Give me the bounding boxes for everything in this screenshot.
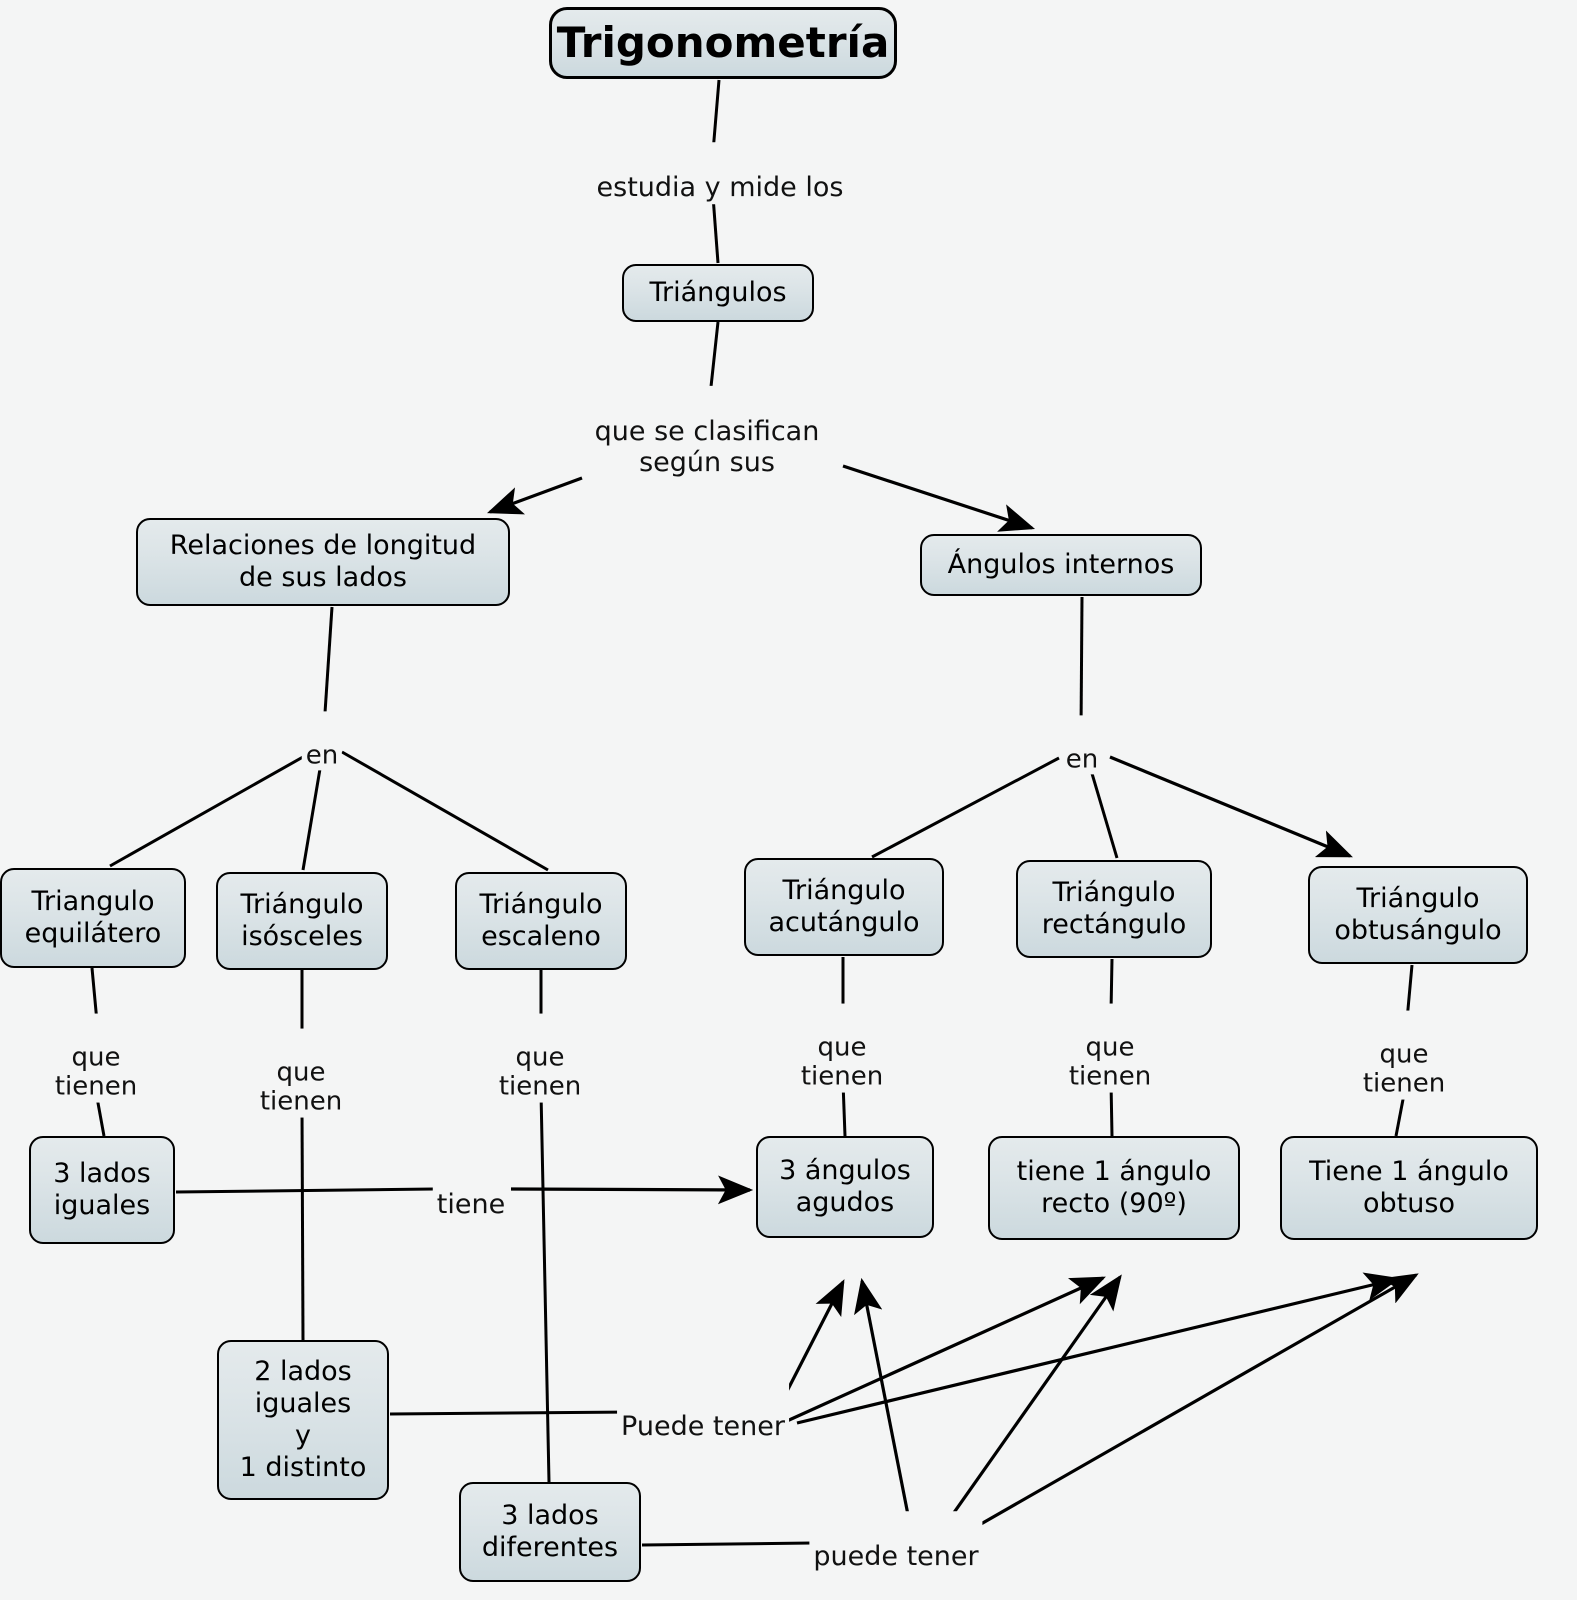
link-label-text: que se clasifican según sus: [594, 415, 820, 478]
node-label: 2 lados iguales y 1 distinto: [239, 1356, 367, 1483]
link-label-text: estudia y mide los: [596, 172, 844, 203]
edge-quetienen-2lados: [300, 1107, 305, 1341]
edge-trigonometria-estudia: [711, 79, 721, 153]
link-label-que-tienen-equilatero: que tienen: [50, 1013, 142, 1103]
node-3-angulos-agudos[interactable]: 3 ángulos agudos: [756, 1136, 934, 1238]
node-relaciones-de-longitud[interactable]: Relaciones de longitud de sus lados: [136, 518, 510, 606]
link-label-text: que tienen: [259, 1057, 343, 1117]
node-angulos-internos[interactable]: Ángulos internos: [920, 534, 1202, 596]
link-label-text: Puede tener: [621, 1411, 785, 1442]
node-3-lados-diferentes[interactable]: 3 lados diferentes: [459, 1482, 641, 1582]
node-triangulo-obtusangulo[interactable]: Triángulo obtusángulo: [1308, 866, 1528, 964]
node-2-lados-iguales-1-distinto[interactable]: 2 lados iguales y 1 distinto: [217, 1340, 389, 1500]
edge-en-obtusangulo: [1109, 755, 1353, 858]
link-label-en-izquierda: en: [301, 711, 343, 771]
link-label-text: que tienen: [498, 1042, 582, 1102]
node-triangulo-escaleno[interactable]: Triángulo escaleno: [455, 872, 627, 970]
node-triangulo-rectangulo[interactable]: Triángulo rectángulo: [1016, 860, 1212, 958]
link-label-que-tienen-escaleno: que tienen: [494, 1013, 586, 1103]
link-label-tiene: tiene: [432, 1159, 510, 1221]
edge-en-rectangulo: [1086, 759, 1119, 859]
link-label-en-derecha: en: [1061, 715, 1103, 775]
edge-puedetener2-3agudos: [854, 1277, 912, 1526]
edge-3lados-tiene: [175, 1187, 435, 1194]
edge-2lados-puedetener: [389, 1410, 635, 1416]
node-label: 3 lados diferentes: [481, 1500, 619, 1563]
node-label: 3 ángulos agudos: [779, 1155, 911, 1218]
link-label-text: en: [305, 740, 339, 770]
edge-puedetener2-obtuso: [959, 1273, 1419, 1538]
link-label-que-tienen-obtusangulo: que tienen: [1358, 1010, 1450, 1100]
node-label: Trigonometría: [556, 18, 890, 68]
node-label: Triángulo escaleno: [479, 889, 603, 952]
node-label: Triángulo isósceles: [240, 889, 364, 952]
edge-en-equilatero: [109, 751, 311, 868]
edge-equilatero-quetienen: [90, 967, 99, 1023]
node-triangulo-acutangulo[interactable]: Triángulo acutángulo: [744, 858, 944, 956]
edge-angulos-en: [1079, 596, 1084, 733]
node-label: Triángulos: [649, 277, 787, 309]
edge-estudia-triangulos: [711, 195, 720, 264]
node-angulo-recto[interactable]: tiene 1 ángulo recto (90º): [988, 1136, 1240, 1240]
node-label: Triángulo obtusángulo: [1334, 883, 1502, 946]
edge-group-arrows: [486, 464, 1419, 1538]
node-angulo-obtuso[interactable]: Tiene 1 ángulo obtuso: [1280, 1136, 1538, 1240]
edge-en-isosceles: [301, 756, 324, 871]
edge-puedetener-recto: [766, 1276, 1106, 1432]
node-label: tiene 1 ángulo recto (90º): [1016, 1156, 1212, 1219]
node-label: 3 lados iguales: [53, 1158, 151, 1221]
edge-rectangulo-quetienen: [1109, 958, 1114, 1013]
link-label-que-tienen-isosceles: que tienen: [255, 1028, 347, 1118]
node-triangulo-equilatero[interactable]: Triangulo equilátero: [0, 868, 186, 968]
edge-relaciones-en: [322, 606, 334, 729]
node-label: Triangulo equilátero: [24, 886, 162, 949]
link-label-estudia-y-mide-los: estudia y mide los: [592, 142, 848, 204]
link-label-text: que tienen: [1362, 1039, 1446, 1099]
edge-en-escaleno: [341, 750, 549, 872]
node-label: Relaciones de longitud de sus lados: [169, 530, 477, 593]
link-label-puede-tener-superior: Puede tener: [617, 1381, 789, 1443]
edge-puedetener2-recto: [939, 1274, 1122, 1532]
edge-puedetener-obtuso: [796, 1272, 1401, 1425]
edge-clasifican-relaciones: [486, 476, 583, 515]
link-label-text: que tienen: [800, 1032, 884, 1092]
node-label: Triángulo rectángulo: [1041, 877, 1187, 940]
link-label-text: que tienen: [54, 1042, 138, 1102]
edge-clasifican-angulos: [842, 464, 1036, 532]
link-label-text: puede tener: [813, 1541, 979, 1572]
edge-quetienen-3diferentes: [539, 1091, 551, 1483]
node-label: Tiene 1 ángulo obtuso: [1309, 1156, 1509, 1219]
node-3-lados-iguales[interactable]: 3 lados iguales: [29, 1136, 175, 1244]
edge-tiene-3agudos: [510, 1175, 754, 1205]
link-label-puede-tener-inferior: puede tener: [809, 1511, 983, 1573]
edge-triangulos-clasifican: [708, 321, 720, 397]
edge-3diferentes-puedetener: [641, 1541, 813, 1547]
link-label-que-tienen-acutangulo: que tienen: [796, 1003, 888, 1093]
node-triangulos[interactable]: Triángulos: [622, 264, 814, 322]
link-label-text: que tienen: [1068, 1032, 1152, 1092]
node-label: Ángulos internos: [947, 549, 1175, 581]
link-label-text: en: [1065, 744, 1099, 774]
node-triangulo-isosceles[interactable]: Triángulo isósceles: [216, 872, 388, 970]
node-label: Triángulo acutángulo: [768, 875, 920, 938]
link-label-text: tiene: [436, 1189, 506, 1220]
edge-en-acutangulo: [871, 756, 1060, 859]
node-trigonometria[interactable]: Trigonometría: [549, 7, 897, 79]
link-label-que-tienen-rectangulo: que tienen: [1064, 1003, 1156, 1093]
link-label-que-se-clasifican-segun-sus: que se clasifican según sus: [590, 385, 824, 479]
